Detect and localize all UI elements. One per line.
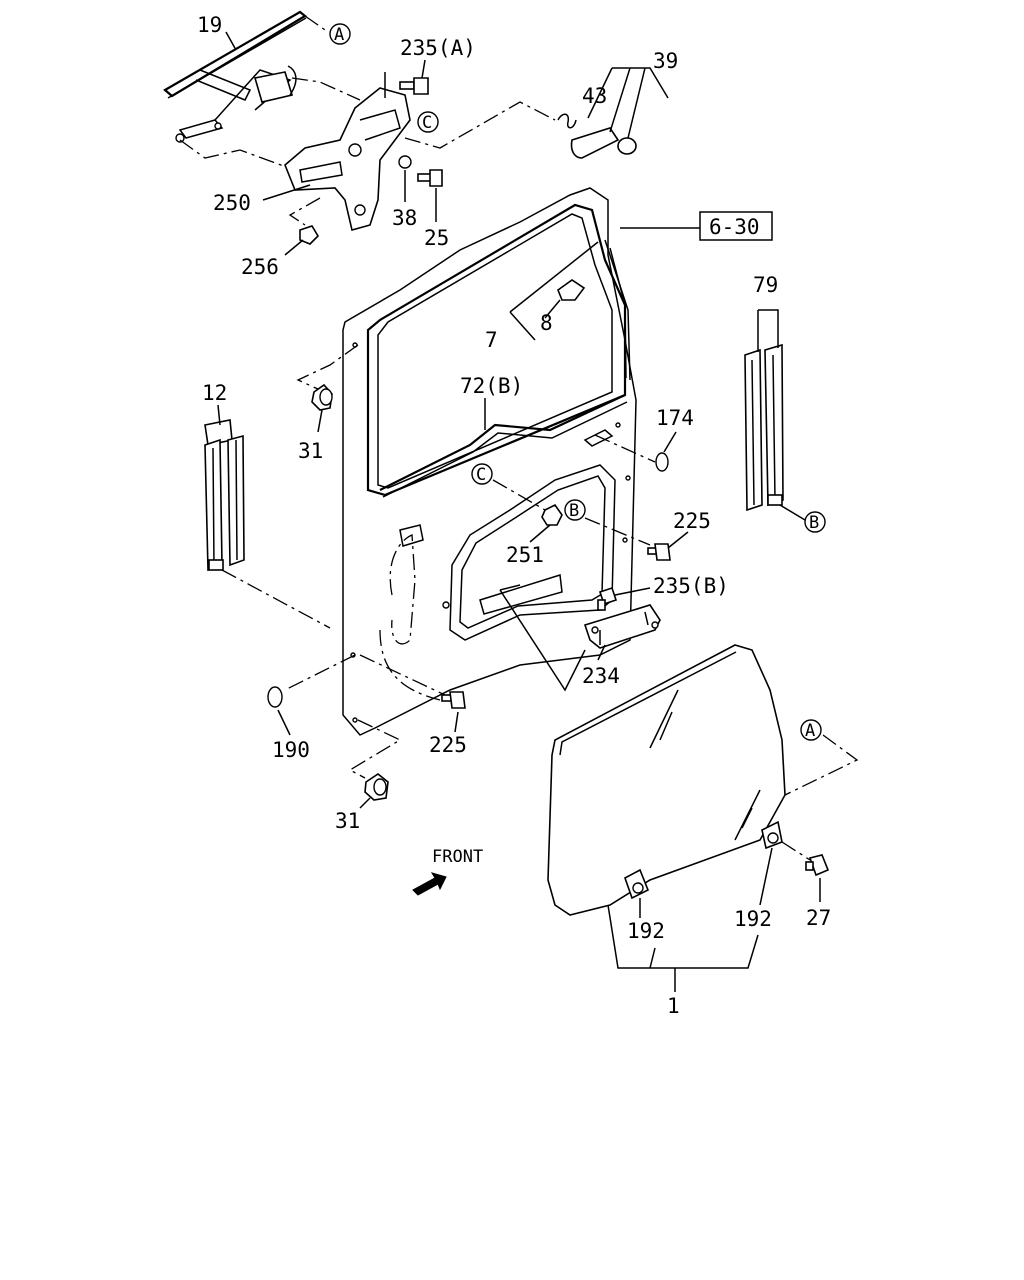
marker-a-glass [800, 719, 822, 741]
label-12: 12 [202, 381, 227, 405]
label-27: 27 [806, 906, 831, 930]
label-38: 38 [392, 206, 417, 230]
label-256: 256 [241, 255, 279, 279]
marker-b-mid-letter: B [569, 501, 579, 521]
bolt-225-upper [647, 543, 671, 561]
marker-c-top-letter: C [422, 113, 432, 133]
label-234: 234 [582, 664, 620, 688]
label-front: FRONT [432, 847, 483, 867]
weatherstrip-72b [379, 394, 628, 498]
door-glass-1 [547, 644, 786, 916]
bolt-235a [399, 77, 429, 95]
marker-c-mid-letter: C [476, 465, 486, 485]
stopper-31-upper [311, 383, 333, 411]
label-225-lower: 225 [429, 733, 467, 757]
window-regulator-19 [163, 10, 307, 143]
regulator-bracket-234 [583, 604, 661, 649]
grommet-174 [655, 452, 669, 472]
spring-43 [557, 113, 577, 129]
label-192-left: 192 [627, 919, 665, 943]
bolt-25 [417, 169, 443, 187]
glass-run-channel-12 [204, 419, 245, 572]
nut-251 [541, 503, 563, 526]
label-225-upper: 225 [673, 509, 711, 533]
label-ref-6-30: 6-30 [709, 215, 760, 239]
marker-b-right-letter: B [809, 513, 819, 533]
front-arrow-icon [412, 872, 447, 896]
marker-b-mid [564, 499, 586, 521]
label-31-upper: 31 [298, 439, 323, 463]
bolt-235b [597, 586, 618, 611]
marker-c-mid [471, 463, 493, 485]
door-panel [342, 187, 637, 736]
label-72b: 72(B) [460, 374, 523, 398]
label-79: 79 [753, 273, 778, 297]
marker-a-top-letter: A [334, 25, 344, 45]
bolt-225-lower [441, 691, 466, 709]
label-31-lower: 31 [335, 809, 360, 833]
label-25: 25 [424, 226, 449, 250]
marker-b-right [804, 511, 826, 533]
marker-c-top [417, 111, 439, 133]
label-8: 8 [540, 311, 553, 335]
handle-39 [570, 127, 637, 159]
bolt-27 [805, 854, 830, 877]
label-1: 1 [667, 994, 680, 1018]
glass-run-channel-79 [744, 343, 784, 512]
ref-box-6-30 [699, 211, 773, 241]
label-7: 7 [485, 328, 498, 352]
marker-a-glass-letter: A [805, 721, 815, 741]
label-250: 250 [213, 191, 251, 215]
grommet-190 [267, 686, 283, 708]
label-235b: 235(B) [653, 574, 729, 598]
label-192-right: 192 [734, 907, 772, 931]
clip-8 [557, 279, 586, 301]
marker-a-top [329, 23, 351, 45]
label-251: 251 [506, 543, 544, 567]
washer-38 [398, 155, 412, 169]
label-19: 19 [197, 13, 222, 37]
label-174: 174 [656, 406, 694, 430]
label-235a: 235(A) [400, 36, 476, 60]
label-190: 190 [272, 738, 310, 762]
nut-256 [299, 225, 320, 245]
stopper-31-lower [364, 773, 389, 801]
motor-bracket-250 [284, 72, 411, 231]
label-39: 39 [653, 49, 678, 73]
